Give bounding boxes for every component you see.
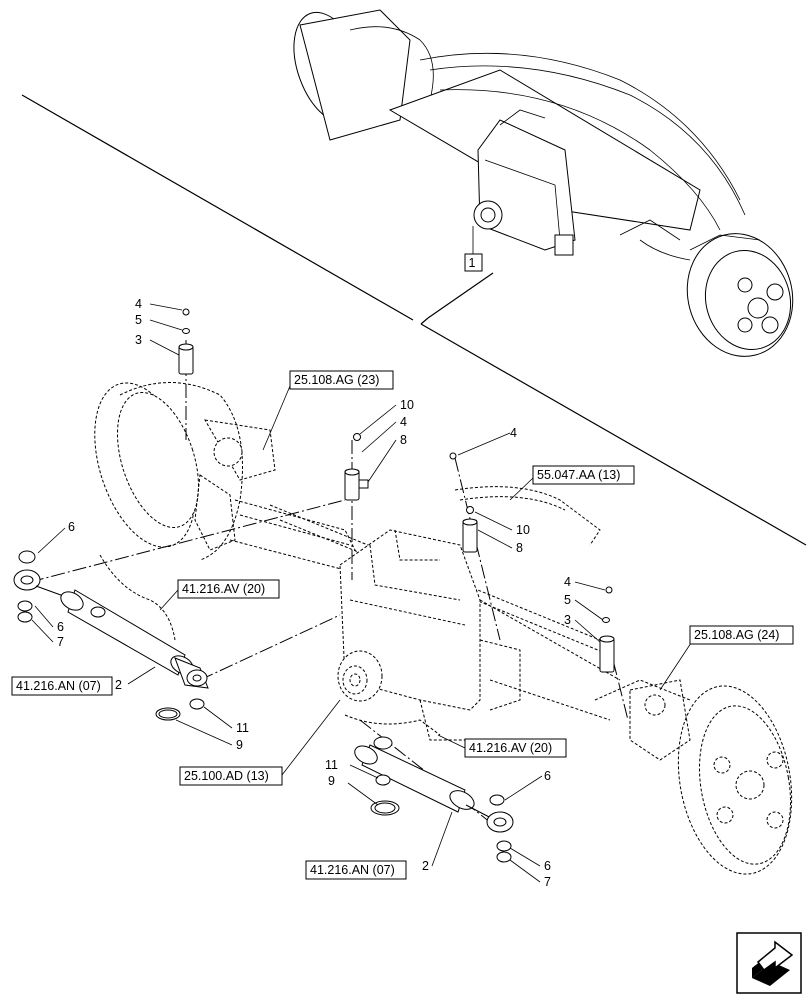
svg-text:7: 7 xyxy=(57,635,64,649)
svg-text:3: 3 xyxy=(564,613,571,627)
main-axle-dashed-illustration xyxy=(94,382,793,875)
svg-text:4: 4 xyxy=(400,415,407,429)
right-kingpin-hardware: 4 5 3 xyxy=(564,575,629,721)
right-mid-hardware: 4 10 8 xyxy=(449,426,530,641)
svg-text:6: 6 xyxy=(68,520,75,534)
overview-axle-illustration xyxy=(293,9,794,357)
separator-lines xyxy=(21,94,807,546)
svg-text:4: 4 xyxy=(510,426,517,440)
overview-callout: 1 xyxy=(464,226,483,272)
svg-text:6: 6 xyxy=(544,859,551,873)
svg-text:4: 4 xyxy=(135,297,142,311)
ref-41216an-07-left[interactable]: 41.216.AN (07) xyxy=(11,676,113,696)
svg-text:11: 11 xyxy=(325,758,338,772)
ref-25108ag-23[interactable]: 25.108.AG (23) xyxy=(262,370,394,451)
left-steering-cylinder: 6 6 7 2 11 9 xyxy=(13,499,346,752)
svg-text:25.108.AG (23): 25.108.AG (23) xyxy=(294,373,379,387)
svg-text:8: 8 xyxy=(400,433,407,447)
svg-text:6: 6 xyxy=(544,769,551,783)
svg-text:41.216.AN (07): 41.216.AN (07) xyxy=(16,679,101,693)
svg-text:6: 6 xyxy=(57,620,64,634)
left-kingpin-hardware: 4 5 3 xyxy=(135,297,194,440)
svg-text:10: 10 xyxy=(516,523,530,537)
svg-text:2: 2 xyxy=(115,678,122,692)
svg-text:5: 5 xyxy=(135,313,142,327)
svg-text:1: 1 xyxy=(469,256,476,270)
svg-text:55.047.AA (13): 55.047.AA (13) xyxy=(537,468,620,482)
svg-text:9: 9 xyxy=(236,738,243,752)
svg-text:41.216.AV (20): 41.216.AV (20) xyxy=(182,582,265,596)
svg-text:10: 10 xyxy=(400,398,414,412)
svg-text:8: 8 xyxy=(516,541,523,555)
svg-text:9: 9 xyxy=(328,774,335,788)
ref-41216av-20-right[interactable]: 41.216.AV (20) xyxy=(437,734,567,758)
ref-41216av-20-left[interactable]: 41.216.AV (20) xyxy=(159,579,280,611)
svg-text:25.108.AG (24): 25.108.AG (24) xyxy=(694,628,779,642)
svg-text:25.100.AD (13): 25.100.AD (13) xyxy=(184,769,269,783)
svg-text:11: 11 xyxy=(236,721,249,735)
ref-41216an-07-right[interactable]: 41.216.AN (07) xyxy=(305,860,407,880)
ref-25100ad-13[interactable]: 25.100.AD (13) xyxy=(179,699,341,786)
svg-text:7: 7 xyxy=(544,875,551,889)
next-page-arrow-icon[interactable] xyxy=(736,932,802,994)
svg-text:5: 5 xyxy=(564,593,571,607)
svg-text:2: 2 xyxy=(422,859,429,873)
svg-text:4: 4 xyxy=(564,575,571,589)
ref-25108ag-24[interactable]: 25.108.AG (24) xyxy=(659,625,794,691)
right-steering-cylinder: 11 9 6 6 7 2 xyxy=(325,719,551,889)
ref-55047aa-13[interactable]: 55.047.AA (13) xyxy=(509,465,635,501)
svg-text:41.216.AV (20): 41.216.AV (20) xyxy=(469,741,552,755)
svg-text:41.216.AN (07): 41.216.AN (07) xyxy=(310,863,395,877)
svg-text:3: 3 xyxy=(135,333,142,347)
center-hardware: 10 4 8 xyxy=(344,398,414,580)
